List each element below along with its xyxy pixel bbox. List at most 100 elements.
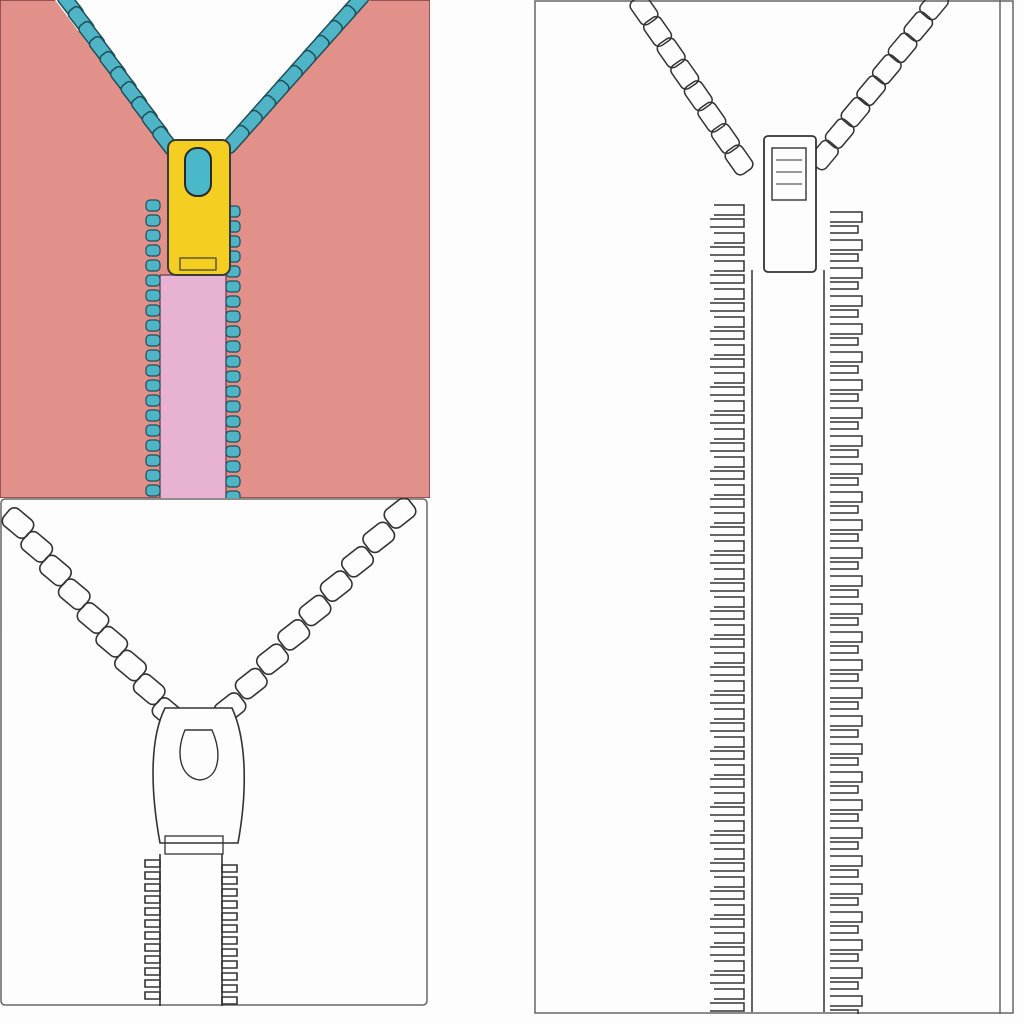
tall-tooth xyxy=(710,694,745,704)
tall-tooth xyxy=(710,918,745,928)
tall-tooth xyxy=(830,785,859,794)
teal-tooth xyxy=(145,274,161,287)
teal-tooth xyxy=(145,439,161,452)
tall-tooth xyxy=(830,925,859,934)
tall-tooth xyxy=(714,932,745,944)
tall-tooth xyxy=(710,806,745,816)
tall-tooth xyxy=(714,624,745,636)
tall-slider xyxy=(763,135,817,273)
tall-tooth xyxy=(656,37,686,69)
teal-tooth xyxy=(145,469,161,482)
tall-tooth xyxy=(830,659,863,671)
teal-tooth xyxy=(145,289,161,302)
tall-tooth xyxy=(710,834,745,844)
tall-tooth xyxy=(714,456,745,468)
tall-tooth xyxy=(714,400,745,412)
tall-tooth xyxy=(710,498,745,508)
tall-tooth xyxy=(714,540,745,552)
tall-tooth xyxy=(714,568,745,580)
tall-tooth xyxy=(714,904,745,916)
sketch-tooth xyxy=(255,643,290,676)
teal-tooth xyxy=(225,415,241,428)
tall-tooth xyxy=(830,743,863,755)
tall-tooth xyxy=(830,883,863,895)
sketch-tooth xyxy=(298,594,332,627)
teal-tooth xyxy=(145,424,161,437)
tall-tooth xyxy=(714,792,745,804)
tall-tooth xyxy=(830,981,859,990)
teal-tooth xyxy=(145,484,161,497)
teal-tooth xyxy=(145,364,161,377)
sketch-tooth xyxy=(383,498,417,529)
tall-tooth xyxy=(830,1009,859,1014)
tall-tooth xyxy=(856,75,887,107)
tall-tooth xyxy=(830,869,859,878)
tall-tooth xyxy=(710,778,745,788)
tall-tooth xyxy=(710,610,745,620)
tall-tooth xyxy=(830,631,863,643)
teal-tooth xyxy=(225,445,241,458)
sketch-tooth xyxy=(277,618,311,651)
tall-tooth xyxy=(830,967,863,979)
tall-tooth xyxy=(710,414,745,424)
tall-tooth xyxy=(710,358,745,368)
tall-tooth xyxy=(830,813,859,822)
tall-tooth xyxy=(714,652,745,664)
tall-tooth xyxy=(830,617,859,626)
tall-tooth xyxy=(670,58,700,90)
tall-tooth xyxy=(830,379,863,391)
sketched-zipper-panel xyxy=(0,498,428,1006)
slider-hole xyxy=(184,147,212,197)
tall-tooth xyxy=(830,603,863,615)
tall-tooth xyxy=(830,239,863,251)
tall-tooth xyxy=(903,10,934,42)
tall-tooth xyxy=(714,820,745,832)
tall-tooth xyxy=(830,897,859,906)
tall-tooth xyxy=(714,680,745,692)
teal-tooth xyxy=(145,454,161,467)
tall-tooth xyxy=(830,253,859,262)
tall-tooth xyxy=(830,589,859,598)
tall-tooth xyxy=(710,122,741,155)
tall-tooth xyxy=(830,841,859,850)
tall-tooth xyxy=(724,144,754,176)
tall-tooth xyxy=(830,827,863,839)
tall-tooth xyxy=(830,323,863,335)
teal-tooth xyxy=(225,295,241,308)
tall-tooth xyxy=(683,80,713,112)
tall-tooth xyxy=(830,533,859,542)
teal-tooth xyxy=(225,325,241,338)
teal-tooth xyxy=(225,355,241,368)
tall-tooth xyxy=(830,435,863,447)
tall-tooth xyxy=(714,848,745,860)
tall-tooth xyxy=(714,484,745,496)
teal-tooth xyxy=(225,460,241,473)
tall-tooth xyxy=(710,722,745,732)
colored-zipper-panel xyxy=(0,0,430,498)
tall-tooth xyxy=(919,0,949,21)
tall-tooth xyxy=(830,673,859,682)
tall-tooth xyxy=(714,764,745,776)
tall-tooth xyxy=(830,953,859,962)
tall-tooth xyxy=(714,344,745,356)
tall-tooth xyxy=(830,687,863,699)
tall-zipper-illustration xyxy=(534,0,1014,1014)
tall-tooth xyxy=(710,582,745,592)
teal-tooth xyxy=(145,244,161,257)
tall-tooth xyxy=(830,337,859,346)
teal-tooth xyxy=(225,400,241,413)
teal-teeth xyxy=(57,0,370,498)
tall-tooth xyxy=(830,421,859,430)
tall-tooth xyxy=(830,281,859,290)
tall-tooth xyxy=(830,477,859,486)
tall-tooth xyxy=(830,757,859,766)
tall-tooth xyxy=(714,736,745,748)
tall-tooth xyxy=(830,645,859,654)
tall-tooth xyxy=(710,750,745,760)
sketched-zipper-illustration xyxy=(0,498,428,1006)
sketch-tooth xyxy=(319,570,353,603)
tall-tooth xyxy=(710,862,745,872)
tall-tooth xyxy=(830,519,863,531)
tall-tooth xyxy=(830,463,863,475)
tall-tooth xyxy=(830,211,863,223)
